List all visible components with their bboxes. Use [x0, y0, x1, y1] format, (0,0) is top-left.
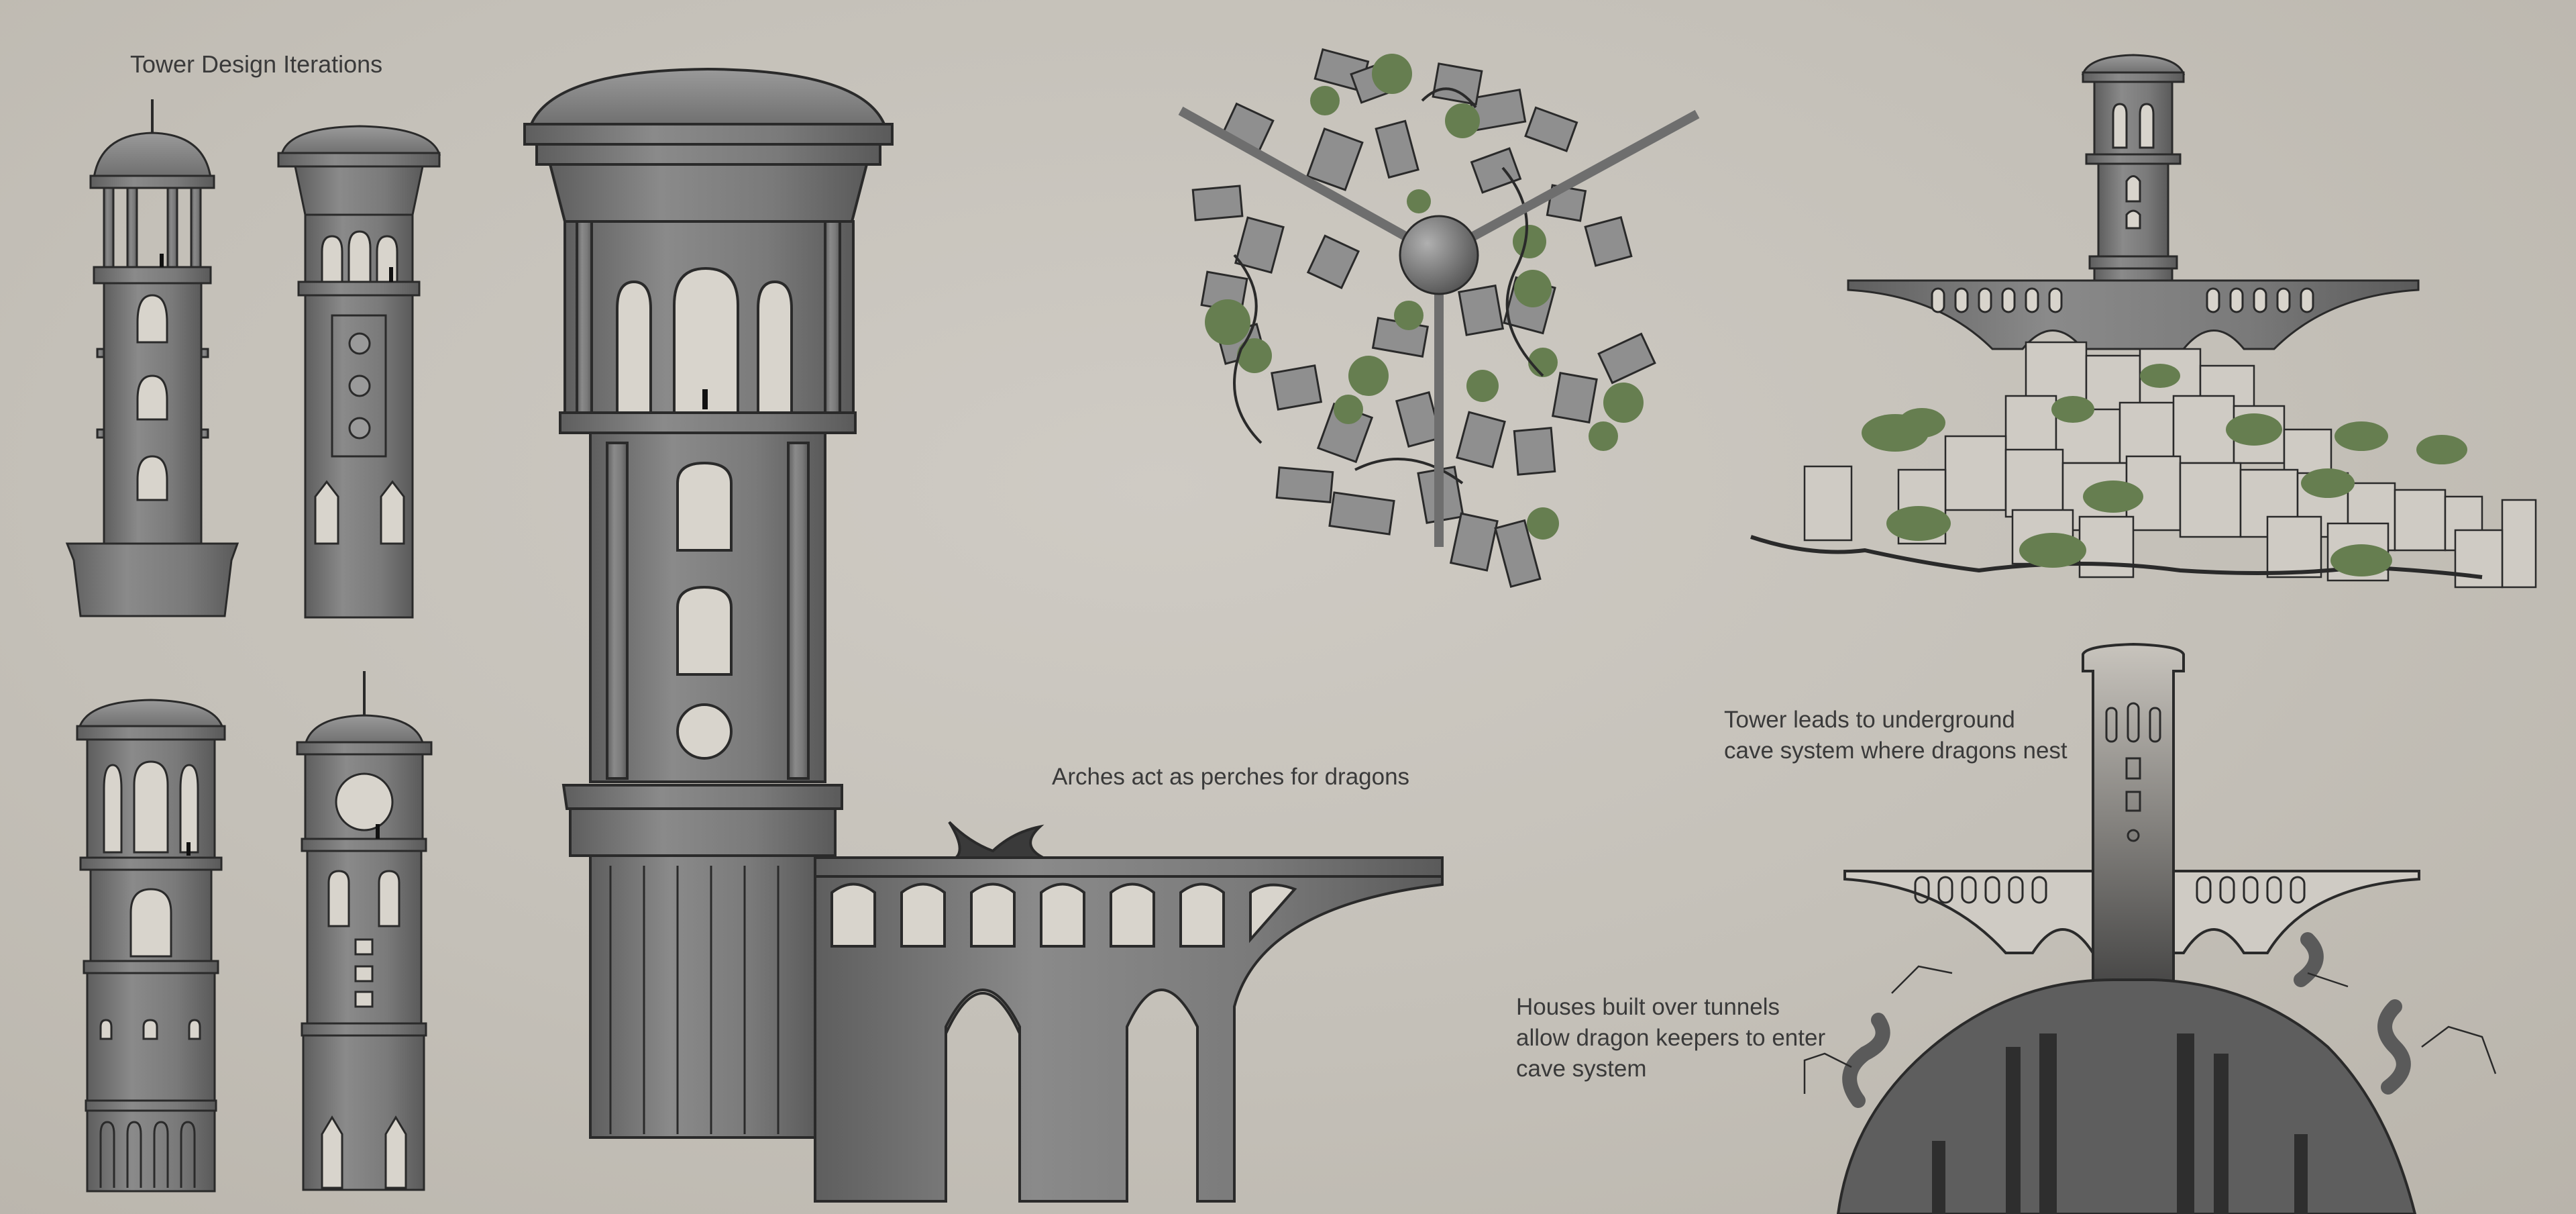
- aqueduct-bridge: [814, 821, 1444, 1203]
- note-tower-line-2: cave system where dragons nest: [1724, 738, 2068, 764]
- hillside-city-elevation: [1750, 54, 2537, 589]
- large-tower-detail: [523, 67, 894, 1139]
- city-plan-view: [1178, 48, 1700, 588]
- note-houses-line-1: Houses built over tunnels: [1516, 994, 1780, 1020]
- tower-iteration-4: [296, 671, 433, 1191]
- tower-iteration-2: [277, 125, 441, 619]
- note-tower-line-1: Tower leads to underground: [1724, 707, 2015, 733]
- cave-cross-section: [1803, 642, 2497, 1214]
- tower-iteration-1: [65, 99, 239, 617]
- note-arches: Arches act as perches for dragons: [1052, 764, 1410, 790]
- note-houses-line-2: allow dragon keepers to enter: [1516, 1025, 1826, 1051]
- page-heading: Tower Design Iterations: [130, 50, 383, 78]
- note-houses-line-3: cave system: [1516, 1056, 1647, 1082]
- tower-iteration-3: [76, 699, 226, 1193]
